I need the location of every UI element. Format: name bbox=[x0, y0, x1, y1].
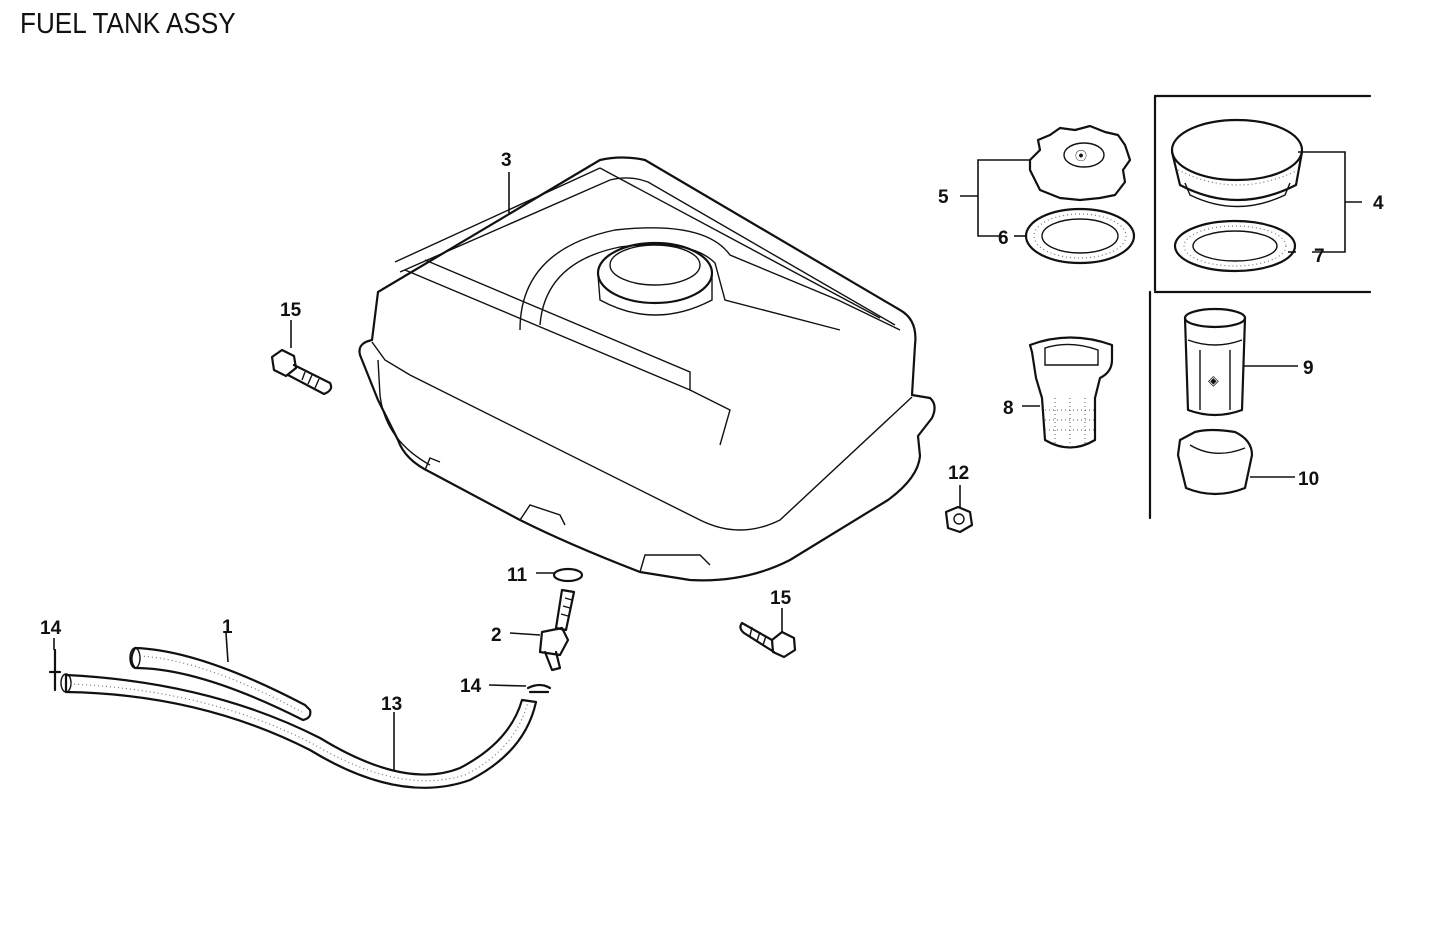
callout-3: 3 bbox=[501, 150, 512, 171]
fuel-cap-5[interactable]: ⦿ bbox=[1028, 124, 1132, 202]
callout-labels: 3 5 6 4 7 8 9 10 12 15 15 11 2 14 14 1 1… bbox=[40, 150, 1384, 715]
hose-clip-14-left[interactable] bbox=[48, 648, 62, 692]
callout-14-left: 14 bbox=[40, 618, 62, 639]
bolt-15-left[interactable] bbox=[270, 348, 333, 396]
callout-8: 8 bbox=[1003, 398, 1014, 419]
svg-text:◈: ◈ bbox=[1208, 373, 1219, 389]
fuel-hose-1[interactable] bbox=[129, 646, 312, 722]
callout-13: 13 bbox=[381, 694, 402, 715]
fuel-strainer-8[interactable] bbox=[1028, 336, 1114, 449]
hose-clip-14-right[interactable] bbox=[526, 683, 552, 694]
callout-11: 11 bbox=[507, 565, 528, 586]
alternate-parts-box bbox=[1148, 94, 1372, 520]
fuel-cap-4[interactable] bbox=[1170, 118, 1304, 208]
callout-1: 1 bbox=[222, 617, 233, 638]
washer-11[interactable] bbox=[552, 567, 584, 583]
cap-gasket-6[interactable] bbox=[1024, 207, 1136, 265]
strainer-collar-10[interactable] bbox=[1176, 428, 1254, 496]
callout-5: 5 bbox=[938, 187, 949, 208]
svg-text:⦿: ⦿ bbox=[1075, 149, 1087, 163]
callout-15-right: 15 bbox=[770, 588, 792, 609]
fuel-valve-2[interactable] bbox=[538, 588, 576, 672]
callout-15-left: 15 bbox=[280, 300, 302, 321]
fuel-tank[interactable] bbox=[358, 156, 936, 582]
callout-10: 10 bbox=[1298, 469, 1319, 490]
callout-14-right: 14 bbox=[460, 676, 482, 697]
diagram-title: FUEL TANK ASSY bbox=[20, 8, 236, 40]
leader-lines bbox=[53, 151, 1362, 770]
cap-gasket-7[interactable] bbox=[1173, 219, 1297, 273]
nut-12[interactable] bbox=[944, 505, 974, 534]
callout-2: 2 bbox=[491, 625, 502, 646]
callout-12: 12 bbox=[948, 463, 969, 484]
callout-4: 4 bbox=[1373, 193, 1384, 214]
bolt-15-right[interactable] bbox=[739, 621, 797, 659]
callout-7: 7 bbox=[1314, 246, 1325, 267]
fuel-strainer-9[interactable]: ◈ bbox=[1183, 307, 1247, 417]
callout-6: 6 bbox=[998, 228, 1009, 249]
fuel-tube-13[interactable] bbox=[60, 673, 538, 789]
callout-9: 9 bbox=[1303, 358, 1314, 379]
